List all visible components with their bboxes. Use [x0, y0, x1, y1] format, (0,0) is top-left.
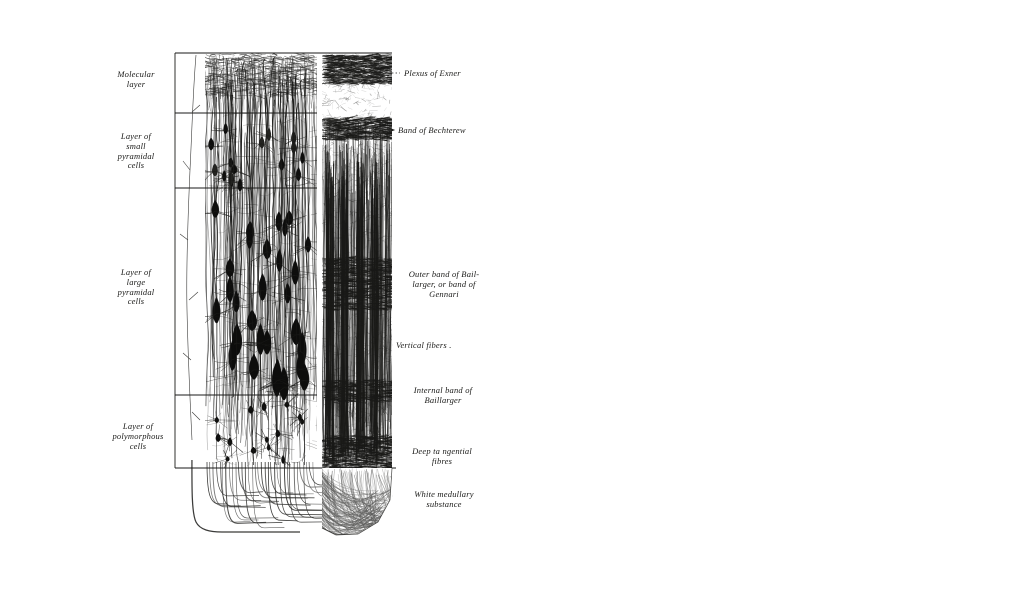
label-plexus-of-exner: Plexus of Exner: [404, 68, 461, 78]
white-medullary-substance-region: [321, 467, 393, 536]
label-outer-band-of-baillarger: Outer band of Bail- larger, or band of G…: [408, 269, 480, 299]
weigert-fibre-column: [322, 53, 392, 468]
label-vertical-fibers: Vertical fibers .: [396, 340, 452, 350]
label-polymorphous-layer: Layer of polymorphous cells: [112, 421, 164, 451]
myelinated-fibre-bands: [322, 53, 392, 468]
golgi-cell-column: [205, 53, 317, 468]
label-internal-band-of-baillarger: Internal band of Baillarger: [413, 385, 473, 405]
label-band-of-bechterew: Band of Bechterew: [398, 125, 466, 135]
label-molecular-layer: Molecular layer: [117, 69, 155, 89]
label-white-medullary-substance: White medullary substance: [414, 489, 474, 509]
fibre-feltwork: [322, 53, 392, 468]
label-deep-tangential-fibers: Deep ta ngential fibres: [412, 446, 472, 466]
pyramidal-cells: [205, 56, 317, 468]
marginal-dendrite: [179, 54, 201, 441]
descending-axon-bundle: [191, 460, 353, 533]
layer-boundary-lines: [174, 52, 396, 469]
label-large-pyramidal-layer: Layer of large pyramidal cells: [117, 267, 155, 307]
label-small-pyramidal-layer: Layer of small pyramidal cells: [117, 131, 155, 171]
label-leader-lines: [386, 72, 400, 391]
